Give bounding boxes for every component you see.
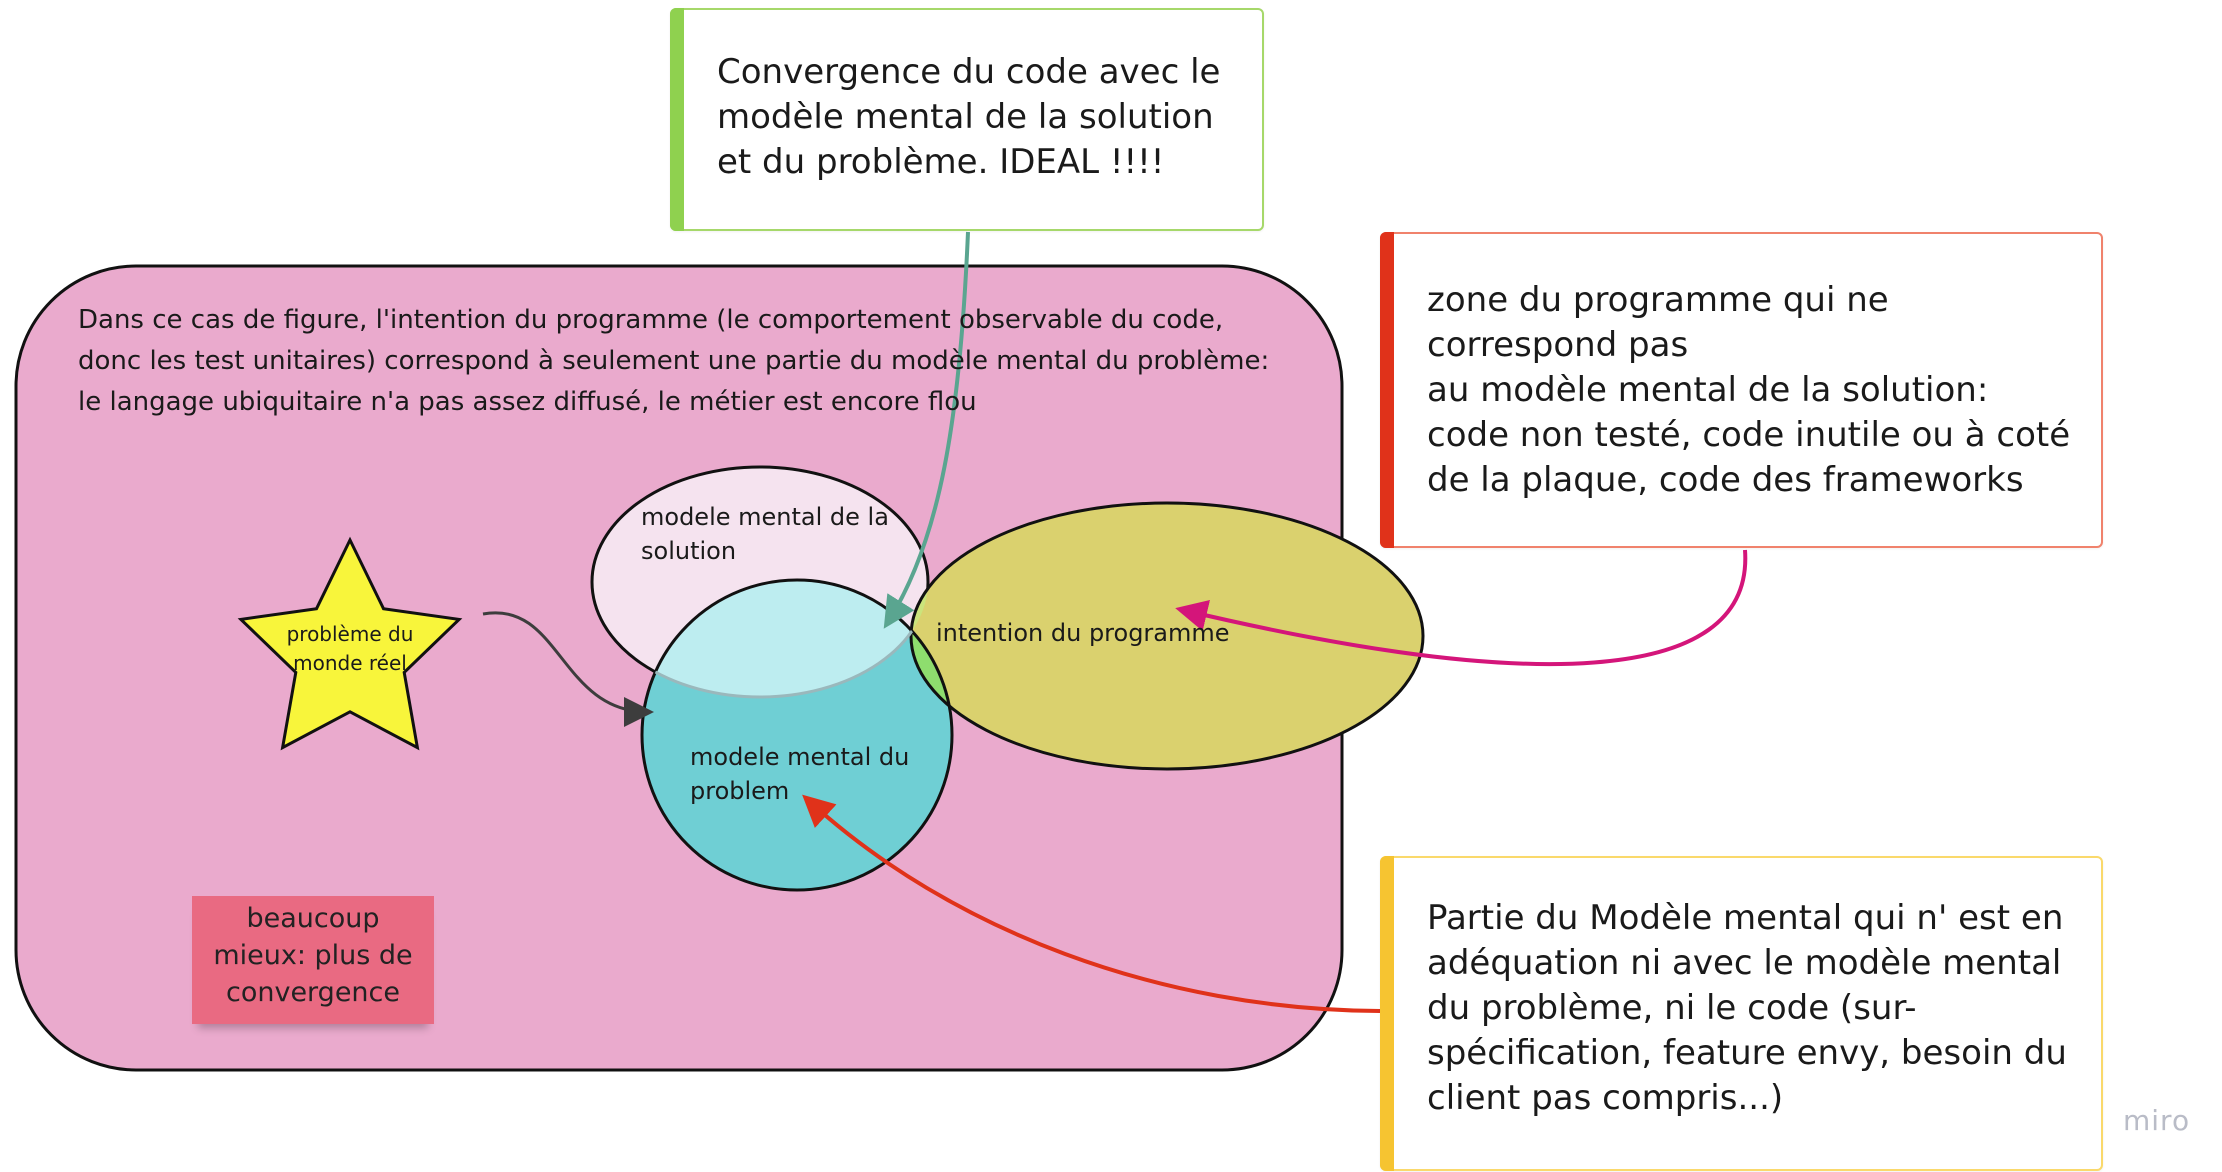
star-shape[interactable] <box>237 536 463 751</box>
intention-ellipse-outline <box>909 501 1425 771</box>
problem-solution-overlap <box>642 580 928 697</box>
problem-label: modele mental du problem <box>690 743 910 805</box>
card-convergence-text: Convergence du code avec le modèle menta… <box>717 52 1221 182</box>
star-to-problem-arrow <box>482 611 654 727</box>
problem-circle-outline <box>640 578 954 892</box>
yellow-card-arrow <box>802 794 1381 1013</box>
card-color-bar <box>1380 232 1394 548</box>
star-label: problème du monde réel <box>286 622 414 675</box>
intention-ellipse[interactable] <box>911 503 1423 769</box>
red-card-arrow <box>1175 549 1748 666</box>
card-zone-programme[interactable]: zone du programme qui ne correspond pas … <box>1380 232 2103 548</box>
sticky-note[interactable]: beaucoup mieux: plus de convergence <box>192 896 434 1024</box>
miro-logo: miro <box>2123 1104 2191 1137</box>
card-partie-modele-text: Partie du Modèle mental qui n' est en ad… <box>1427 898 2067 1118</box>
frame-description: Dans ce cas de figure, l'intention du pr… <box>78 305 1270 417</box>
solution-label: modele mental de la solution <box>641 503 889 565</box>
card-color-bar <box>1380 856 1394 1171</box>
card-zone-programme-text: zone du programme qui ne correspond pas … <box>1427 280 2071 500</box>
card-color-bar <box>670 8 684 231</box>
card-partie-modele[interactable]: Partie du Modèle mental qui n' est en ad… <box>1380 856 2103 1171</box>
intention-label: intention du programme <box>936 619 1230 647</box>
green-card-arrow <box>883 231 970 629</box>
sticky-note-text: beaucoup mieux: plus de convergence <box>213 903 413 1008</box>
card-convergence[interactable]: Convergence du code avec le modèle menta… <box>670 8 1264 231</box>
